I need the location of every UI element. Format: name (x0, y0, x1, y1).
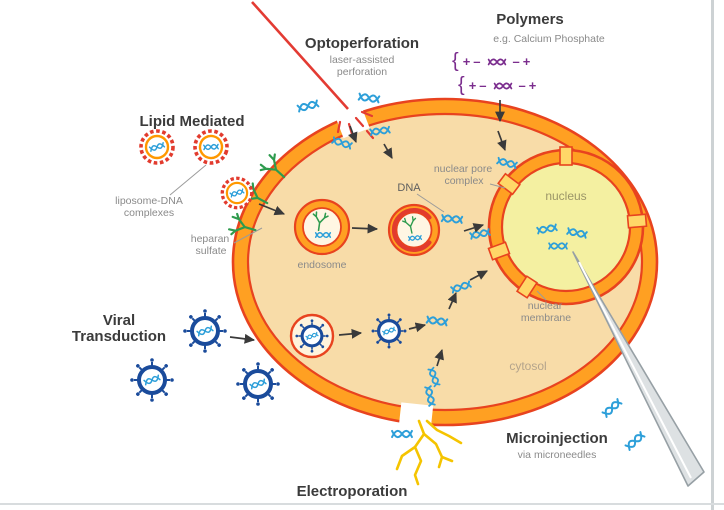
nuclear-membrane-label-line1: nuclear (527, 300, 563, 312)
polymer-plus-charge: + (468, 78, 477, 93)
polymer-complex-row: { + – – + (452, 50, 530, 73)
liposome-icon (141, 131, 173, 163)
polymer-brace: { (458, 74, 465, 96)
nuclear-pore-icon (515, 275, 539, 299)
endosome-rupture-arc (391, 208, 432, 252)
optoperforation-title: Optoperforation (304, 35, 420, 52)
window-edge-right (711, 0, 714, 510)
label-connector (489, 183, 506, 189)
polymer-brace: { (452, 50, 459, 72)
dna-icon (296, 99, 320, 113)
viral-transduction-title-line1: Viral (102, 312, 136, 329)
virus-in-vesicle (289, 313, 335, 359)
flow-arrow (469, 270, 488, 281)
membrane-gap-laser (334, 103, 370, 139)
microinjection-needle (572, 251, 705, 487)
nuclear-pore-label-line1: nuclear pore (433, 163, 493, 175)
optoperforation-subtitle-line1: laser-assisted (329, 54, 395, 66)
polymer-minus-charge: – (512, 54, 520, 69)
label-connector (536, 290, 547, 301)
liposome-icon (191, 127, 230, 166)
flow-arrow (408, 322, 427, 333)
nuclear-pore-icon (559, 146, 573, 166)
dna-icon (493, 82, 512, 89)
electroporation-bolt (413, 419, 426, 486)
dna-icon (357, 92, 381, 104)
endosome-1 (293, 198, 351, 256)
polymer-minus-charge: – (479, 78, 487, 93)
electroporation-bolt (422, 432, 444, 469)
virus-icon (236, 362, 280, 406)
label-connectors (169, 164, 547, 301)
dna-icon (487, 58, 506, 65)
liposome-dna-label-line2: complexes (123, 207, 175, 219)
label-connector (233, 227, 263, 244)
viral-transduction-title-line2: Transduction (71, 328, 167, 345)
flow-arrows (229, 100, 507, 367)
flow-arrow (338, 328, 363, 339)
electroporation-bolts (395, 419, 463, 486)
nuclear-pore-icon (626, 213, 648, 229)
virus-icon (372, 314, 407, 349)
membrane-gap-electroporation (398, 402, 434, 430)
electroporation-bolt (440, 455, 454, 463)
electroporation-bolt (395, 445, 417, 471)
window-edge-bottom (0, 503, 724, 505)
dna-label: DNA (397, 182, 421, 194)
dna-icon (624, 431, 646, 451)
liposome-dna-label-line1: liposome-DNA (115, 195, 183, 207)
polymer-plus-charge: + (528, 78, 537, 93)
nuclear-pore-icon (487, 241, 511, 261)
microinjection-title: Microinjection (506, 430, 608, 447)
endosome-label: endosome (297, 259, 347, 271)
endosome-2-breaking (387, 203, 441, 257)
polymer-minus-charge: – (518, 78, 526, 93)
heparan-sulfate-label-line1: heparan (190, 233, 230, 245)
flow-arrow (258, 203, 286, 216)
flow-arrow (351, 223, 379, 234)
lipid-mediated-title: Lipid Mediated (139, 113, 245, 130)
electroporation-title: Electroporation (296, 483, 408, 500)
polymers-title: Polymers (496, 11, 564, 28)
nucleoplasm (500, 161, 632, 293)
flow-arrow (348, 125, 358, 144)
laser-beam (251, 1, 375, 140)
dna-icon (601, 398, 623, 418)
flow-arrow (434, 348, 444, 367)
polymers-subtitle: e.g. Calcium Phosphate (493, 33, 605, 45)
nucleus-label: nucleus (545, 189, 587, 203)
microinjection-subtitle: via microneedles (517, 449, 597, 461)
flow-arrow (447, 291, 457, 310)
polymer-plus-charge: + (522, 54, 531, 69)
heparan-sulfate-label-line2: sulfate (195, 245, 227, 257)
flow-arrow (383, 143, 393, 159)
virus-icon (295, 319, 328, 352)
dna-icon (391, 429, 413, 439)
electroporation-bolt (425, 419, 463, 445)
nuclear-pore-label-line2: complex (444, 175, 484, 187)
flow-arrow (463, 223, 485, 233)
nuclear-pore-complexes (487, 146, 648, 299)
polymer-plus-charge: + (462, 54, 471, 69)
nuclear-membrane-label-line2: membrane (520, 312, 572, 324)
flow-arrow (229, 333, 256, 344)
label-connector (169, 164, 207, 196)
optoperforation-subtitle-line2: perforation (336, 66, 388, 78)
liposome-icon (222, 178, 251, 207)
virus-icon (130, 358, 174, 402)
flow-arrow (497, 130, 507, 152)
nuclear-pore-icon (497, 172, 521, 196)
virus-icon (183, 309, 227, 353)
label-connector (416, 193, 445, 213)
nucleus (487, 146, 648, 306)
cytosol-label: cytosol (509, 359, 547, 373)
polymer-minus-charge: – (473, 54, 481, 69)
polymer-complex-row: { + – – + (458, 74, 536, 97)
